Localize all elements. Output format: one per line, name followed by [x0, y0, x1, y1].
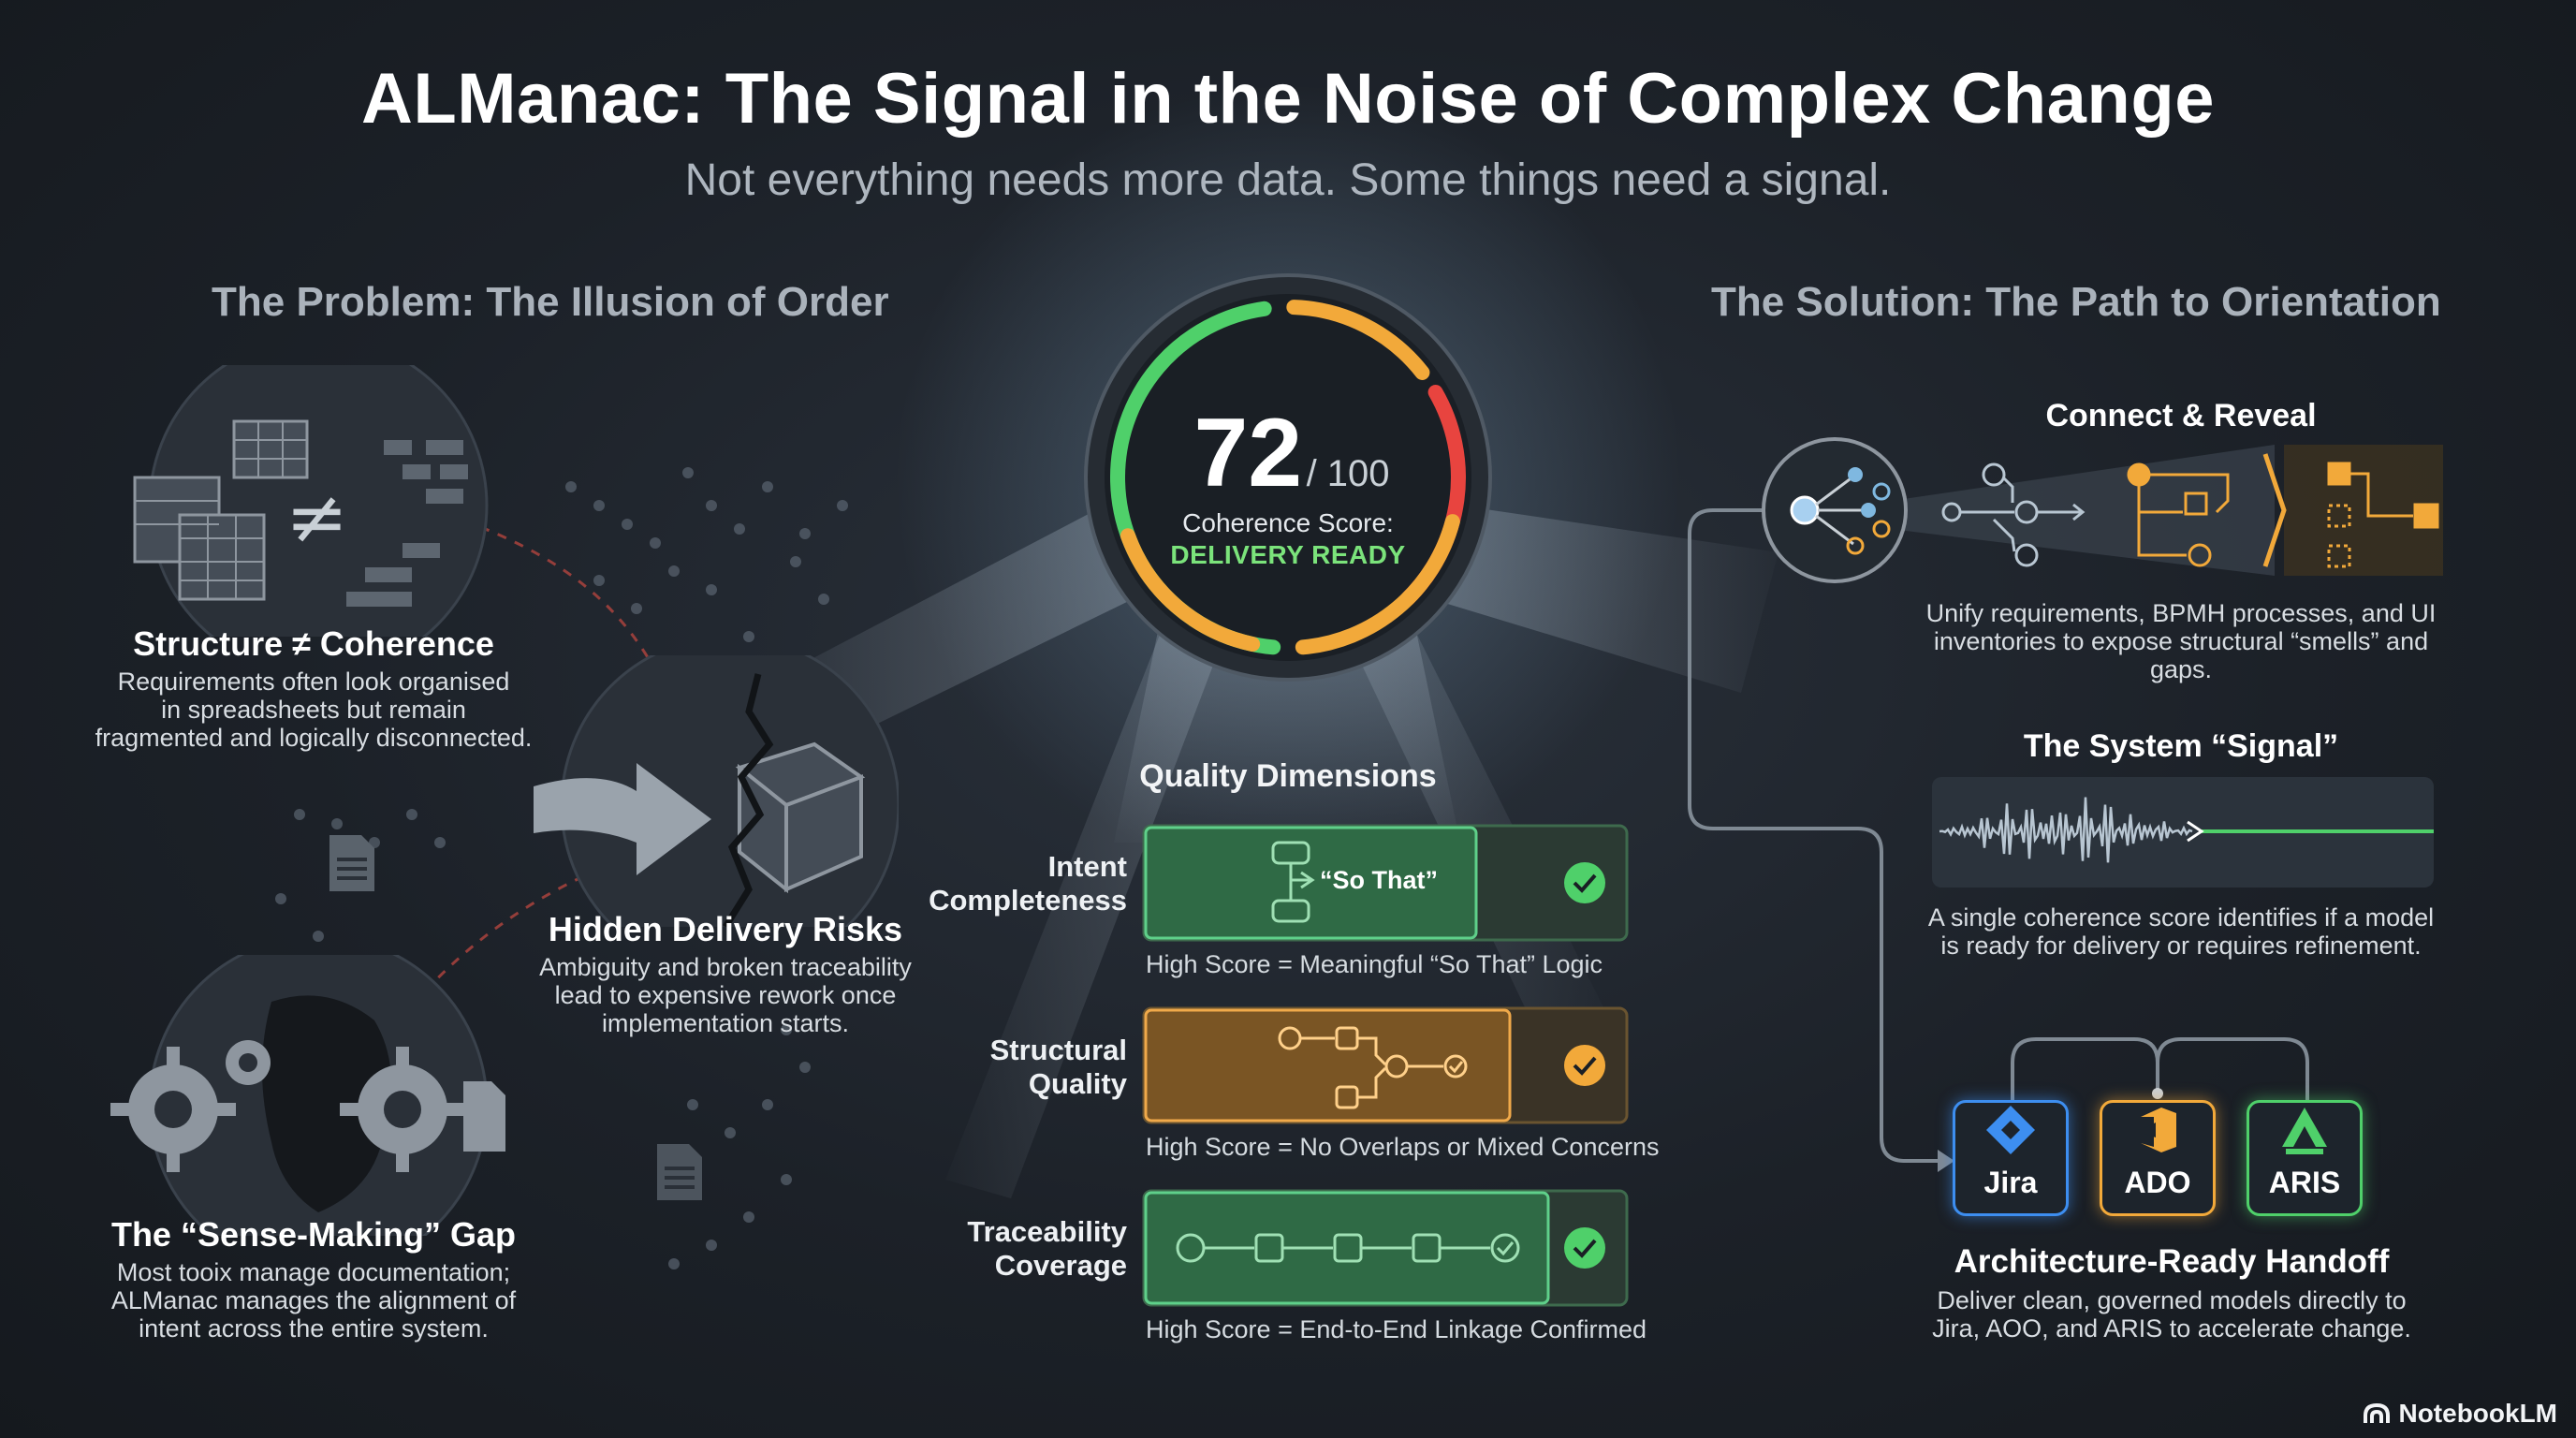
gauge-arc-amber-left [1120, 528, 1261, 653]
page-title: ALManac: The Signal in the Noise of Comp… [360, 59, 2216, 139]
solution-heading: The Solution: The Path to Orientation [1711, 279, 2441, 325]
gauge-score-block: 72 / 100 [1179, 398, 1404, 509]
notebooklm-logo-icon [2364, 1402, 2391, 1423]
quality-heading: Quality Dimensions [1139, 758, 1437, 794]
gauge-status: DELIVERY READY [1170, 540, 1406, 569]
structure-coherence-title: Structure ≠ Coherence [133, 624, 494, 663]
aris-tile[interactable]: ARIS [2247, 1100, 2363, 1216]
signal-waveform [1932, 777, 2434, 888]
coherence-gauge [1084, 273, 1492, 682]
aris-label: ARIS [2268, 1166, 2341, 1199]
gears-gap-icon [110, 955, 505, 1236]
traceability-caption: High Score = End-to-End Linkage Confirme… [1146, 1315, 1647, 1343]
dimension-label-structural: Structural Quality [989, 1034, 1127, 1100]
handoff-title: Architecture-Ready Handoff [1954, 1243, 2390, 1280]
delivery-risks-title: Hidden Delivery Risks [548, 910, 903, 948]
connect-reveal-desc: Unify requirements, BPMH processes, and … [1925, 599, 2437, 683]
notebooklm-brand: NotebookLM [2363, 1399, 2557, 1429]
handoff-desc: Deliver clean, governed models directly … [1932, 1286, 2411, 1343]
connect-reveal-graphic [1762, 437, 2443, 583]
ado-logo-icon [2141, 1108, 2176, 1152]
gauge-arc-amber [1286, 300, 1430, 380]
so-that-label: “So That” [1320, 866, 1438, 894]
problem-heading: The Problem: The Illusion of Order [212, 279, 889, 325]
dimension-label-traceability: Traceability Coverage [967, 1215, 1127, 1282]
aris-logo-icon [2282, 1108, 2327, 1154]
ado-tile[interactable]: ADO [2100, 1100, 2216, 1216]
sense-making-title: The “Sense-Making” Gap [110, 1215, 517, 1254]
delivery-risks-desc: Ambiguity and broken traceability lead t… [539, 953, 912, 1037]
gauge-score: 72 [1193, 399, 1303, 507]
jira-label: Jira [1983, 1166, 2038, 1199]
intent-completeness-bar [1142, 824, 1629, 942]
structure-coherence-desc: Requirements often look organised in spr… [95, 668, 533, 752]
spreadsheet-not-equal-icon: ≠ [133, 365, 489, 637]
jira-diamond-icon [1986, 1106, 2035, 1154]
gauge-total: / 100 [1306, 453, 1390, 494]
jira-tile[interactable]: Jira [1953, 1100, 2069, 1216]
brand-label: NotebookLM [2398, 1399, 2557, 1428]
system-signal-title: The System “Signal” [2023, 728, 2339, 764]
dimension-label-intent: Intent Completeness [929, 850, 1127, 917]
svg-text:≠: ≠ [285, 474, 348, 561]
document-icon [657, 1144, 702, 1200]
sense-making-desc: Most tooix manage documentation; ALManac… [110, 1258, 517, 1343]
page-subtitle: Not everything needs more data. Some thi… [684, 155, 1892, 205]
gauge-label: Coherence Score: [1182, 508, 1394, 537]
traceability-coverage-bar [1142, 1189, 1629, 1307]
connect-reveal-title: Connect & Reveal [2045, 398, 2317, 433]
system-signal-desc: A single coherence score identifies if a… [1927, 903, 2435, 960]
intent-caption: High Score = Meaningful “So That” Logic [1146, 950, 1603, 978]
broken-box-icon [534, 655, 899, 927]
document-icon [329, 835, 374, 891]
structural-quality-bar [1142, 1006, 1629, 1124]
structural-caption: High Score = No Overlaps or Mixed Concer… [1146, 1133, 1660, 1161]
gauge-arc-amber-low [1295, 514, 1460, 655]
ado-label: ADO [2124, 1166, 2191, 1199]
